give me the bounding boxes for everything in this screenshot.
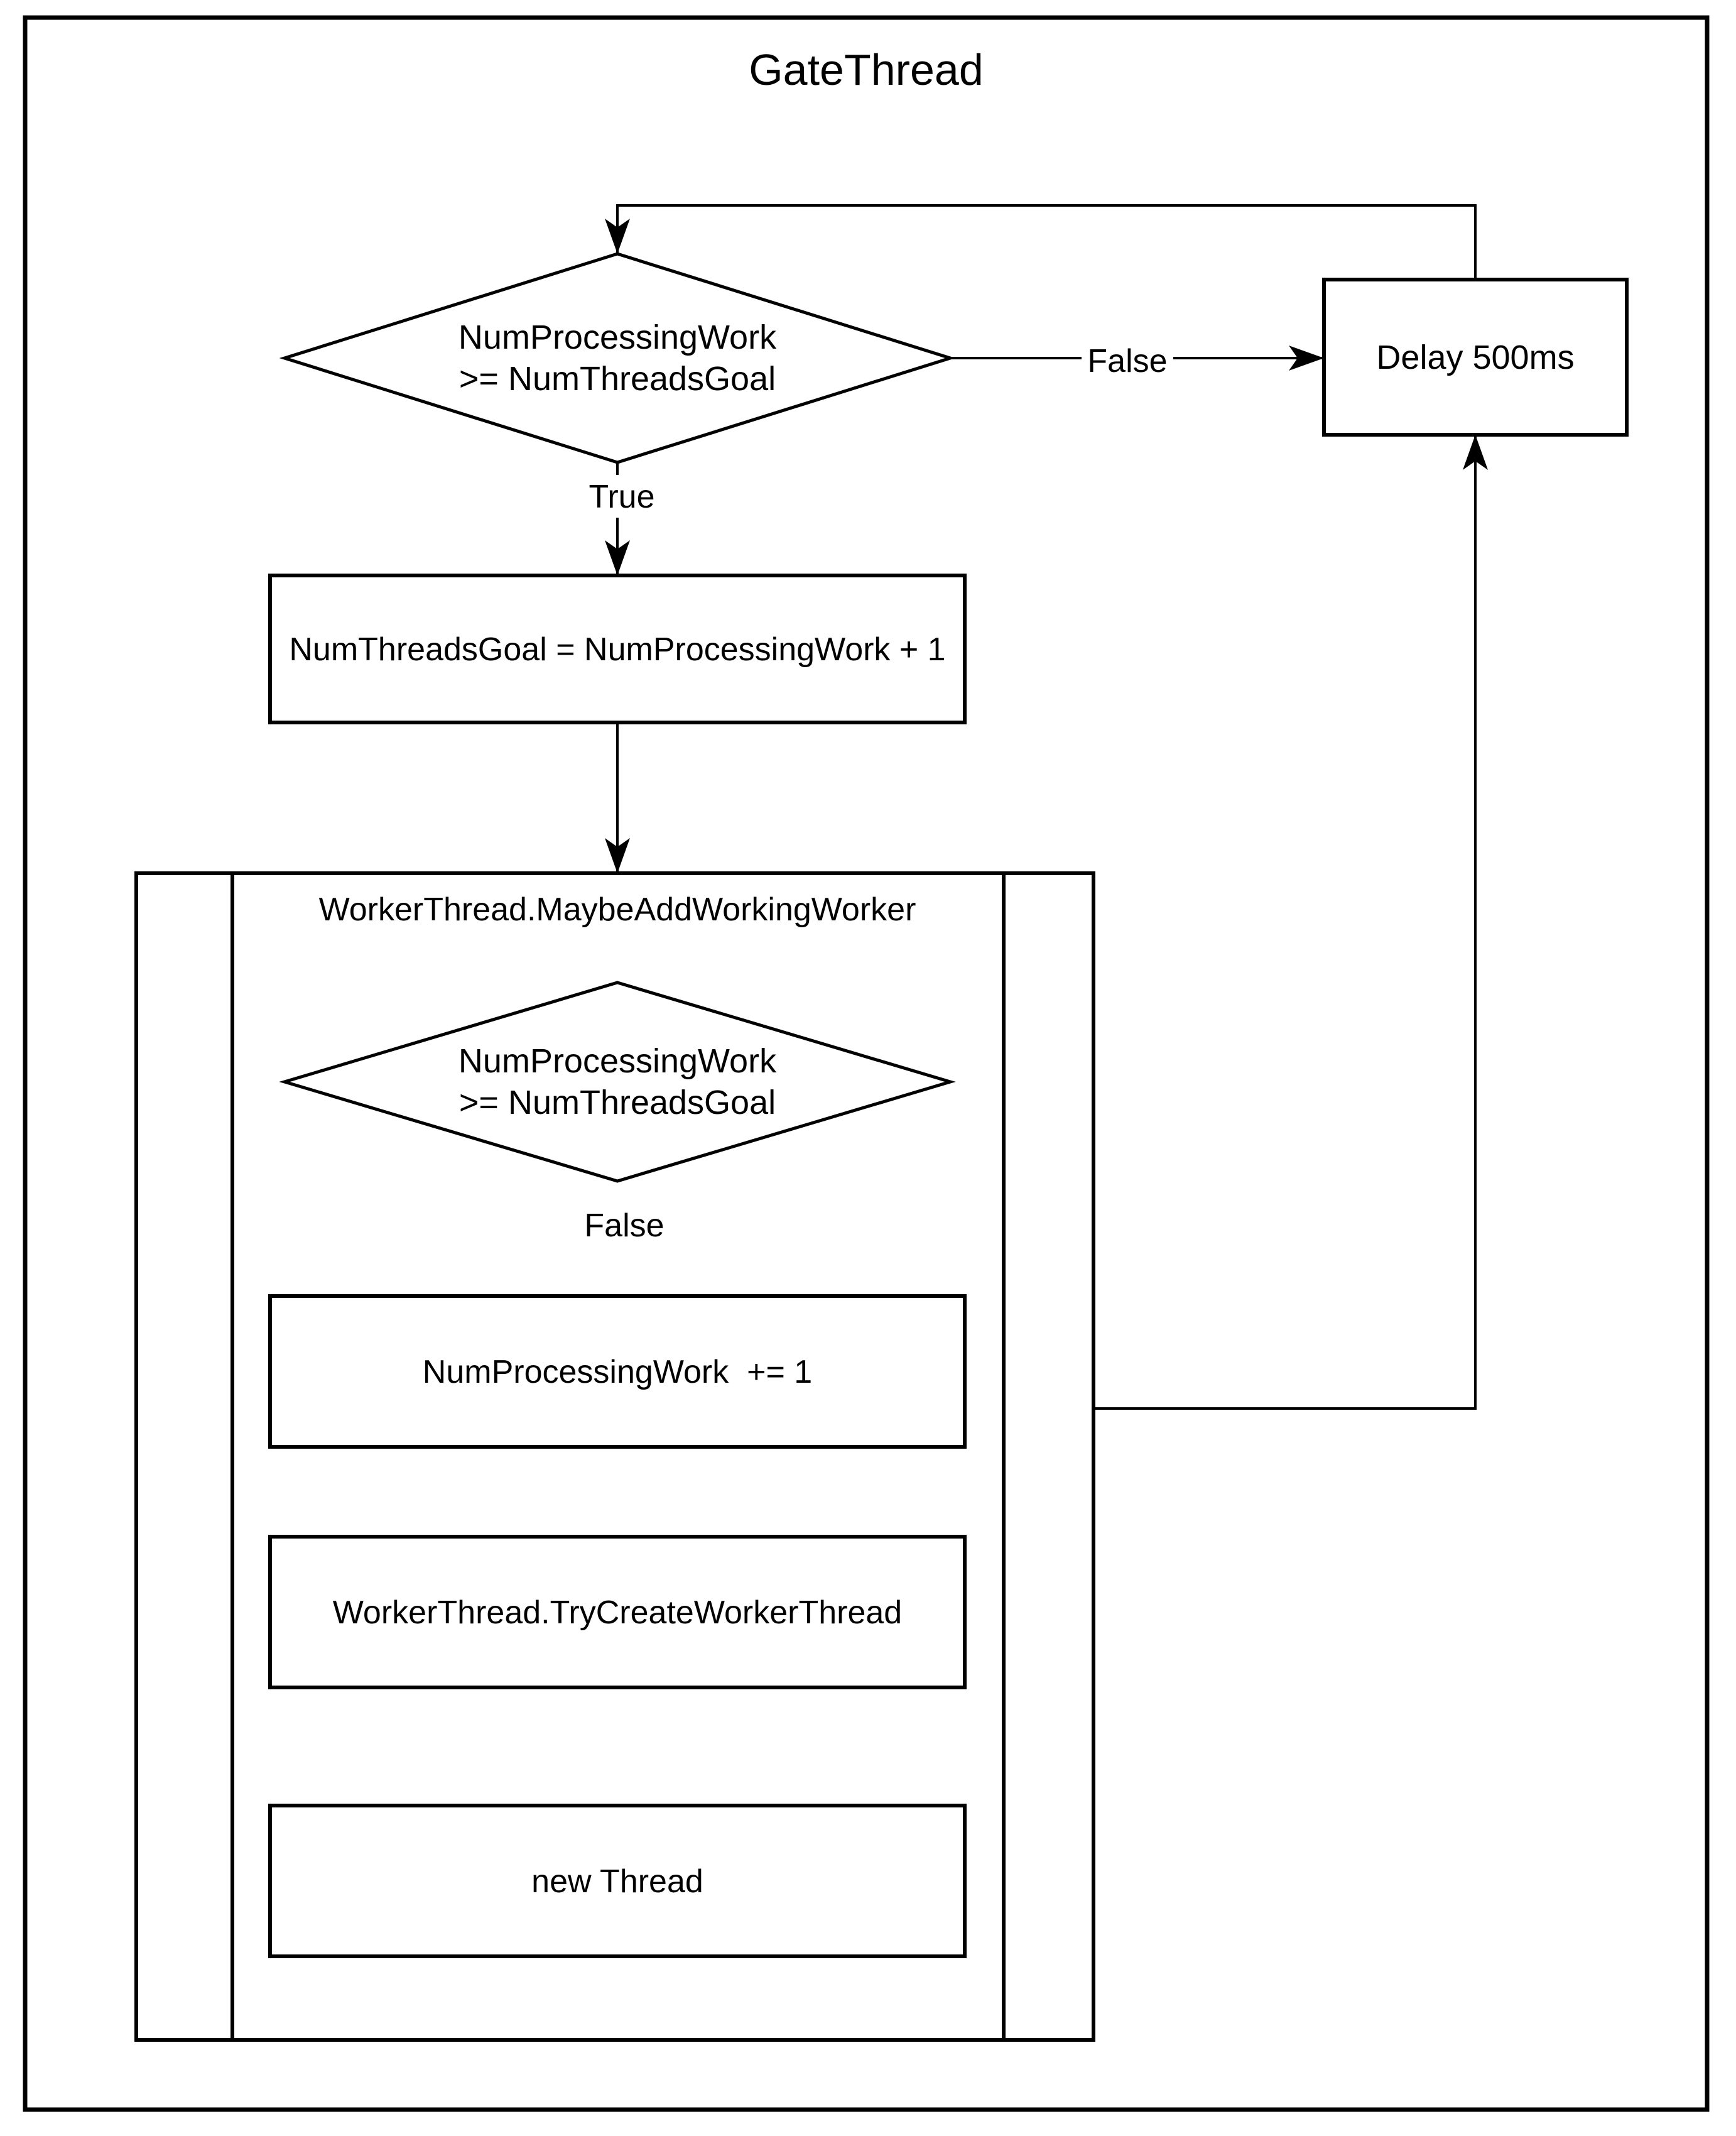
outer-false-label: False	[1087, 343, 1167, 379]
inner-decision-text-line2: >= NumThreadsGoal	[459, 1084, 776, 1121]
try-create-box-label: WorkerThread.TryCreateWorkerThread	[333, 1594, 902, 1631]
outer-true-label: True	[589, 479, 655, 515]
delay-box-label: Delay 500ms	[1376, 339, 1574, 376]
inner-false-label-bg	[582, 1205, 667, 1246]
diagram-title: GateThread	[749, 45, 984, 94]
connector-delay-loop-to-outer-decision	[605, 204, 1477, 280]
outer-decision-text-line1: NumProcessingWork	[458, 319, 777, 356]
set-goal-box	[268, 574, 967, 724]
new-thread-box-label: new Thread	[531, 1863, 703, 1900]
outer-false-label-bg	[1082, 339, 1173, 379]
outer-decision-diamond	[279, 252, 956, 464]
outer-true-label-bg	[584, 475, 659, 518]
inner-decision-text-line1: NumProcessingWork	[458, 1042, 777, 1080]
new-thread-box	[268, 1804, 967, 1958]
subroutine-title: WorkerThread.MaybeAddWorkingWorker	[319, 891, 916, 928]
inner-decision-diamond	[279, 981, 956, 1183]
try-create-box	[268, 1535, 967, 1689]
increment-box-label: NumProcessingWork += 1	[423, 1354, 812, 1390]
set-goal-box-label: NumThreadsGoal = NumProcessingWork + 1	[289, 631, 945, 668]
increment-box	[268, 1294, 967, 1449]
connector-subroutine-to-delay	[1093, 435, 1488, 1410]
outer-decision-text-line2: >= NumThreadsGoal	[459, 360, 776, 398]
inner-false-label: False	[584, 1207, 664, 1244]
delay-box	[1322, 278, 1629, 437]
